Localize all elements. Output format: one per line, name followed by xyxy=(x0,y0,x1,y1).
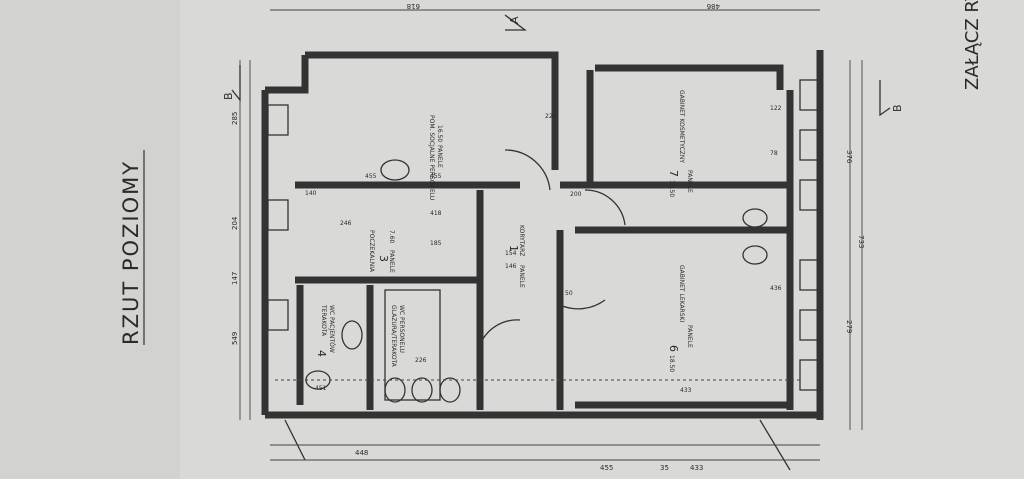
room-number: 1 xyxy=(507,245,520,252)
sheet-title: RZUT POZIOMY xyxy=(119,160,143,345)
room-number: 3 xyxy=(377,255,390,262)
dim-inner: 455 xyxy=(365,173,377,180)
room-name: GABINET LEKARSKI xyxy=(678,265,685,322)
dim-inner: 50 xyxy=(565,290,573,297)
dim-inner: 78 xyxy=(770,150,778,157)
dim-top: 486 xyxy=(706,2,720,10)
room-name: WC PACJENTÓW xyxy=(328,305,335,353)
room-number: 7 xyxy=(667,170,680,177)
dimension-lines xyxy=(239,9,863,461)
room-label-korytarz: 1 KORYTARZ PANELE xyxy=(507,225,525,288)
room-floor: GLAZURA/TERAKOTA xyxy=(390,305,397,368)
room-label-wc-personelu: WC PERSONELU GLAZURA/TERAKOTA xyxy=(390,305,405,368)
dim-inner: 418 xyxy=(430,210,442,217)
room-label-kosmetyczny: 7 GABINET KOSMETYCZNY 18.50 PANELE xyxy=(667,90,693,197)
dim-right: 733 xyxy=(857,235,865,248)
section-mark-b-right: B xyxy=(891,104,904,112)
paper-sheet xyxy=(180,0,1024,479)
section-mark-a: A xyxy=(508,16,521,24)
dim-inner: 451 xyxy=(315,385,327,392)
dim-left: 204 xyxy=(231,216,239,230)
dim-inner: 185 xyxy=(430,240,442,247)
dim-bottom: 448 xyxy=(355,449,368,457)
section-mark-b-left: B xyxy=(222,92,235,100)
room-number: 6 xyxy=(667,345,680,352)
dim-bottom: 455 xyxy=(600,464,613,472)
outer-walls xyxy=(261,50,824,420)
room-name: WC PERSONELU xyxy=(398,305,405,353)
room-area: 18.50 xyxy=(668,355,675,372)
dim-bottom: 35 xyxy=(660,464,669,472)
room-floor: PANELE xyxy=(686,170,693,193)
room-floor: PANELE xyxy=(388,250,395,273)
dim-inner: 122 xyxy=(770,105,782,112)
dim-left: 549 xyxy=(231,332,239,345)
room-label-poczekalnia: 3 POCZEKALNIA 7.60 PANELE xyxy=(368,230,395,273)
window-niches xyxy=(267,79,823,391)
room-label-socjalne: POM. SOCJALNE PERSONELU 16.50 PANELE xyxy=(428,115,443,200)
dim-inner: 224 xyxy=(545,113,557,120)
dim-bottom: 433 xyxy=(690,464,703,472)
room-name: POM. SOCJALNE PERSONELU xyxy=(428,115,435,200)
room-label-wc-pacjentow: 4 WC PACJENTÓW TERAKOTA xyxy=(315,304,335,357)
dim-inner: 154 xyxy=(505,250,517,257)
door-swings xyxy=(284,149,791,471)
section-markers: B B A xyxy=(222,14,904,117)
dim-right: 279 xyxy=(845,320,853,333)
room-label-lekarski: 6 GABINET LEKARSKI 18.50 PANELE xyxy=(667,265,693,372)
room-floor: TERAKOTA xyxy=(320,304,327,337)
corner-annotation: ZAŁĄCZ RY xyxy=(962,0,983,90)
dim-inner: 246 xyxy=(340,220,352,227)
dim-inner: 226 xyxy=(415,357,427,364)
room-labels: POM. SOCJALNE PERSONELU 16.50 PANELE 7 G… xyxy=(315,90,693,372)
dim-inner: 433 xyxy=(680,387,692,394)
room-area: 16.50 xyxy=(436,125,443,142)
room-floor: PANELE xyxy=(436,145,443,168)
room-number: 4 xyxy=(315,350,328,357)
partition-walls xyxy=(295,70,790,410)
dim-left: 285 xyxy=(231,112,239,125)
room-area: 18.50 xyxy=(668,180,675,197)
dim-left: 147 xyxy=(231,272,239,285)
room-area: 7.60 xyxy=(388,230,395,244)
dim-inner: 200 xyxy=(570,191,582,198)
dimension-texts: 618 486 285 204 147 549 376 279 733 448 … xyxy=(231,2,865,472)
room-floor: PANELE xyxy=(518,265,525,288)
room-name: POCZEKALNIA xyxy=(368,230,375,273)
room-floor: PANELE xyxy=(686,325,693,348)
dim-inner: 140 xyxy=(305,190,317,197)
dim-inner: 146 xyxy=(505,263,517,270)
dim-right: 376 xyxy=(845,150,853,164)
dim-inner: 436 xyxy=(770,285,782,292)
room-name: GABINET KOSMETYCZNY xyxy=(678,90,685,163)
dim-top: 618 xyxy=(407,2,420,10)
room-name: KORYTARZ xyxy=(518,225,525,256)
dim-inner: 455 xyxy=(430,173,442,180)
